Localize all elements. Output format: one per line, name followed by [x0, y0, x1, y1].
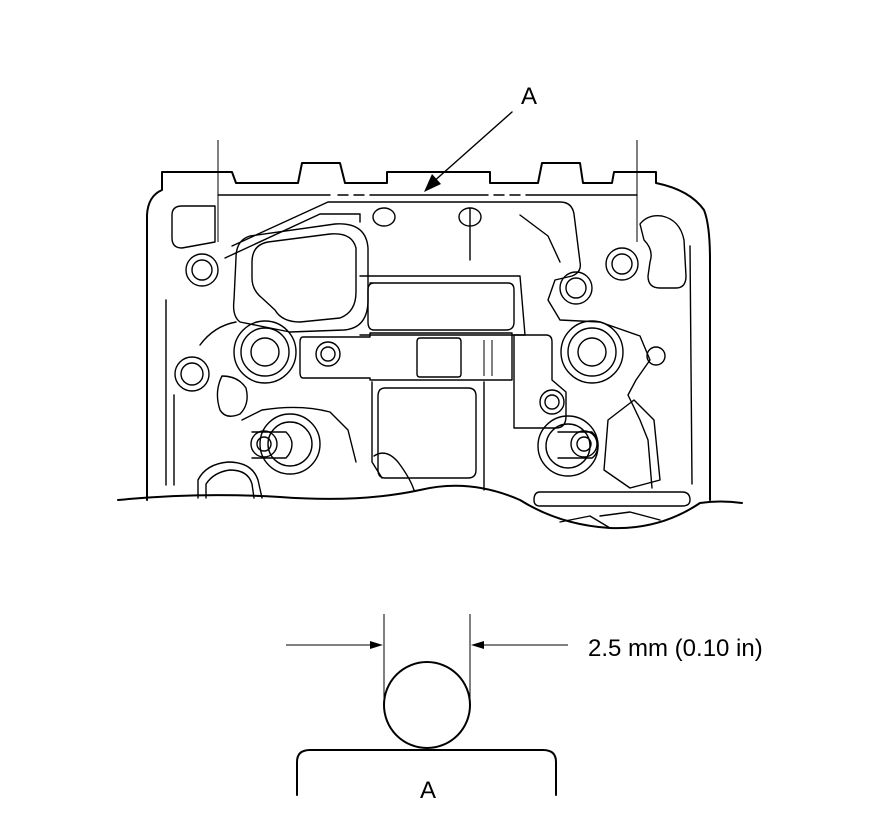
dimension-label: 2.5 mm (0.10 in): [588, 635, 763, 662]
small-hole-right: [646, 346, 666, 366]
stud-left: [250, 413, 321, 475]
dimension-arrow-left: [370, 641, 383, 649]
bolt-hole-left-lower: [174, 356, 210, 392]
bolt-hole-mid-right: [559, 271, 593, 305]
bolt-hole-center-left: [315, 341, 341, 367]
bolt-hole-right-upper: [605, 247, 639, 281]
gasket-section: [296, 749, 557, 796]
cam-bore-left: [233, 320, 297, 384]
bolt-hole-left-upper: [185, 253, 219, 287]
bolt-hole-bracket: [539, 389, 565, 415]
cam-bore-right: [560, 320, 624, 384]
leader-arrow: [424, 111, 513, 192]
arrow-head: [424, 174, 441, 192]
cam-bores: [233, 320, 624, 384]
studs: [250, 413, 599, 477]
callout-label-top: A: [521, 83, 537, 110]
bead-circle: [383, 661, 471, 749]
dimension-arrow-right: [471, 641, 484, 649]
callout-label-bottom: A: [420, 777, 436, 804]
oval-hole-center-right: [458, 207, 482, 227]
inner-galleries: [165, 201, 693, 529]
cylinder-head-housing: [117, 162, 743, 530]
bolt-holes: [174, 207, 666, 415]
bead-detail: [286, 614, 568, 796]
gasket-bead: [217, 140, 638, 242]
stud-right: [537, 415, 599, 477]
oval-hole-center-left: [372, 207, 396, 227]
